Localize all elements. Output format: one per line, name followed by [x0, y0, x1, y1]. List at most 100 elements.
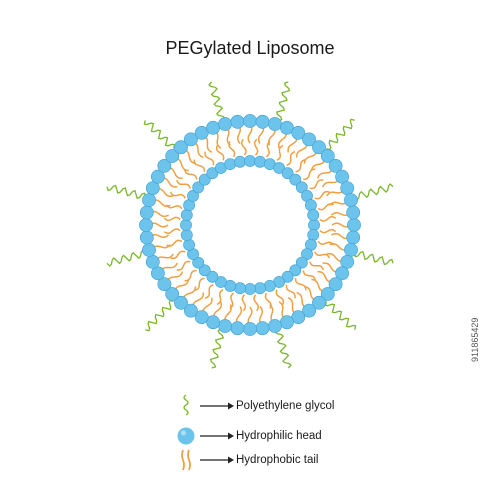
lipid-head: [302, 132, 316, 147]
lipid-head: [279, 120, 294, 135]
lipid-head: [234, 155, 246, 168]
peg-chain: [143, 120, 176, 149]
lipid-head: [308, 219, 320, 231]
lipid-head: [145, 181, 160, 195]
lipid-head: [180, 229, 193, 241]
lipid-head: [281, 167, 294, 180]
lipid-tail: [176, 179, 191, 189]
peg-chain: [275, 81, 291, 122]
lipid-head: [281, 270, 294, 283]
lipid-head: [145, 254, 160, 269]
lipid-head: [273, 162, 285, 174]
lipid-tail: [275, 289, 285, 305]
peg-chain: [274, 328, 292, 369]
lipid-tail: [204, 151, 215, 166]
lipid-head: [267, 319, 282, 333]
legend-arrow-icon: [200, 432, 234, 440]
lipid-head: [218, 319, 232, 333]
peg-chain-icon: [183, 394, 189, 416]
lipid-tail: [309, 179, 324, 190]
lipid-tail: [276, 144, 284, 161]
lipid-head: [174, 140, 188, 155]
lipid-head: [255, 321, 270, 336]
lipid-head: [142, 242, 156, 257]
diagram-title: PEGylated Liposome: [165, 38, 335, 58]
lipid-head: [346, 205, 361, 220]
legend-label-peg: Polyethylene glycol: [236, 400, 335, 412]
lipid-tail: [319, 216, 337, 222]
lipid-head: [206, 270, 219, 283]
lipid-tail: [170, 250, 186, 260]
lipid-head: [307, 209, 320, 221]
lipid-tail: [309, 261, 324, 271]
lipid-head: [279, 315, 294, 330]
lipid-head: [165, 287, 180, 301]
lipid-head: [165, 149, 180, 163]
lipid-head: [307, 229, 320, 241]
lipid-head: [289, 173, 302, 186]
lipid-head: [206, 167, 219, 180]
lipid-head: [194, 310, 209, 324]
lipid-tail: [166, 239, 183, 247]
lipid-head: [224, 158, 237, 170]
lipid-tail: [314, 190, 330, 200]
lipid-head: [244, 283, 256, 295]
lipid-head: [254, 282, 266, 295]
lipid-head: [243, 114, 257, 128]
lipid-head: [174, 295, 188, 310]
lipid-tail: [265, 140, 271, 158]
peg-chain: [209, 328, 225, 369]
lipid-tail: [163, 216, 181, 222]
lipid-tail: [193, 277, 205, 292]
lipid-tail: [163, 228, 181, 234]
lipid-head: [335, 266, 349, 281]
peg-chain: [353, 250, 394, 266]
lipid-tail: [204, 284, 214, 299]
lipid-tail: [215, 145, 225, 161]
peg-chain: [324, 301, 357, 330]
lipid-tail: [317, 203, 334, 211]
stock-id-text: 911865429: [470, 317, 480, 362]
lipid-head: [194, 125, 209, 140]
lipid-head: [139, 230, 154, 245]
peg-chain: [326, 118, 355, 151]
lipid-head: [344, 193, 358, 207]
lipid-tail: [317, 240, 335, 246]
lipid-tail: [183, 168, 198, 180]
lipid-tail: [241, 138, 247, 156]
legend-label-head: Hydrophilic head: [236, 430, 322, 442]
lipid-head: [142, 193, 156, 207]
lipid-head: [263, 279, 276, 292]
lipid-head: [304, 199, 317, 212]
lipid-head: [180, 209, 193, 221]
lipid-head: [291, 310, 306, 324]
lipid-heads: [139, 114, 361, 336]
lipid-head: [214, 276, 227, 288]
lipid-head: [192, 256, 205, 269]
peg-chain: [353, 183, 394, 201]
hydrophilic-head-icon: [177, 427, 195, 445]
lipid-head: [198, 173, 211, 186]
lipid-tail: [286, 151, 296, 166]
lipid-head: [291, 125, 306, 140]
lipid-head: [139, 205, 154, 220]
legend-arrow-icon: [200, 402, 234, 410]
lipid-head: [346, 230, 361, 245]
lipid-tail: [253, 294, 259, 312]
lipid-head: [340, 254, 355, 269]
lipid-tail: [165, 204, 183, 210]
lipid-head: [347, 218, 361, 232]
lipid-tails: [148, 123, 352, 327]
legend-item-peg: Polyethylene glycol: [172, 394, 334, 418]
lipid-tail: [241, 294, 247, 312]
lipid-tail: [193, 159, 206, 172]
lipid-head: [301, 248, 313, 260]
lipid-tail: [229, 292, 235, 310]
lipid-tail: [216, 289, 224, 306]
lipid-tail: [302, 270, 317, 282]
lipid-tail: [314, 251, 331, 259]
legend-arrow-icon: [200, 456, 234, 464]
lipid-head: [183, 303, 198, 318]
lipid-head: [320, 149, 335, 163]
lipid-tail: [285, 284, 296, 299]
